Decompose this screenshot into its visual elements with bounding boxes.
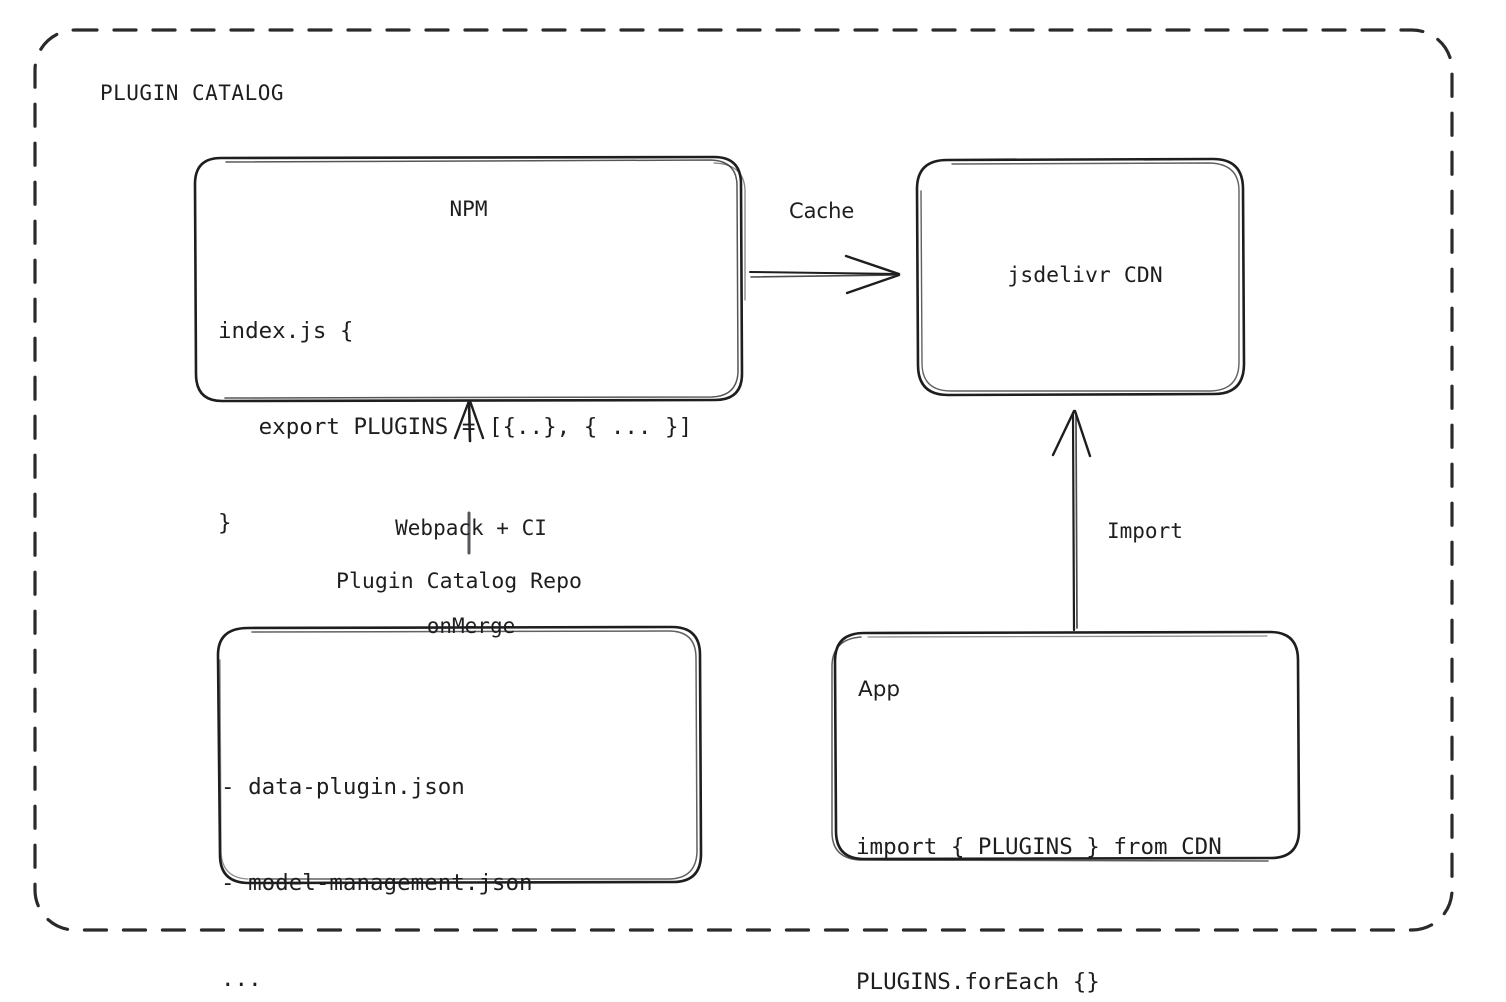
repo-node-title: Plugin Catalog Repo <box>336 569 582 594</box>
repo-file-item: ... <box>221 965 262 992</box>
repo-file-item: - data-plugin.json <box>221 773 465 800</box>
app-code-block: import { PLUGINS } from CDN PLUGINS.forE… <box>856 735 1222 1002</box>
build-edge-label: Webpack + CI onMerge <box>371 447 571 707</box>
import-edge-label: Import <box>1107 519 1183 543</box>
app-node-title: App <box>858 677 901 702</box>
build-edge-label-line-1: Webpack + CI <box>395 516 547 541</box>
npm-code-line-3: } <box>218 509 232 536</box>
import-edge-arrow <box>1051 409 1092 632</box>
npm-code-line-1: index.js { <box>218 317 354 344</box>
build-edge-label-line-2: onMerge <box>426 613 516 638</box>
repo-file-list: - data-plugin.json - model-management.js… <box>221 708 533 1002</box>
app-code-line-2: PLUGINS.forEach {} <box>856 969 1100 995</box>
cdn-node-title: jsdelivr CDN <box>1007 263 1163 288</box>
cache-edge-label: Cache <box>789 199 855 223</box>
app-code-line-1: import { PLUGINS } from CDN <box>856 834 1222 860</box>
npm-node-title: NPM <box>449 197 488 221</box>
npm-code-block: index.js { export PLUGINS = [{..}, { ...… <box>218 252 692 603</box>
frame-title: PLUGIN CATALOG <box>100 81 285 105</box>
repo-file-item: - model-management.json <box>221 869 533 896</box>
cache-edge-arrow <box>749 254 901 295</box>
npm-code-line-2: export PLUGINS = [{..}, { ... }] <box>218 413 693 440</box>
